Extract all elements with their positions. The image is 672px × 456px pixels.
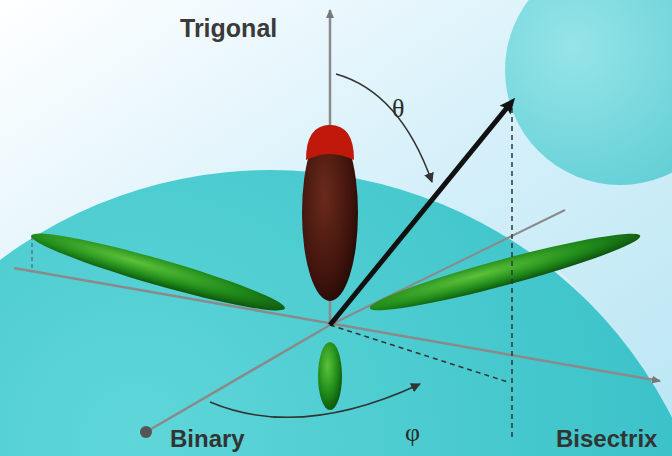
- axis-label: Binary: [170, 427, 245, 451]
- hole-ellipsoid: [302, 125, 358, 301]
- projection-line: [32, 236, 33, 268]
- theta-arc: [336, 74, 432, 182]
- projection-line: [330, 325, 508, 382]
- binary-axis: [146, 325, 330, 432]
- axis-label: Trigonal: [180, 16, 277, 41]
- projection-line: [511, 108, 513, 440]
- ellipsoid-cap: [306, 125, 354, 160]
- axis-end: [140, 426, 152, 438]
- phi-arc: [210, 384, 420, 417]
- axis-label: Bisectrix: [556, 427, 657, 451]
- electron-ellipsoid: [318, 342, 342, 410]
- electron-ellipsoid: [28, 223, 289, 321]
- background-disc: [505, 0, 672, 185]
- angle-label: φ: [405, 420, 420, 446]
- field-arrow: [330, 104, 510, 325]
- angle-label: θ: [392, 96, 404, 122]
- electron-ellipsoid: [366, 223, 643, 321]
